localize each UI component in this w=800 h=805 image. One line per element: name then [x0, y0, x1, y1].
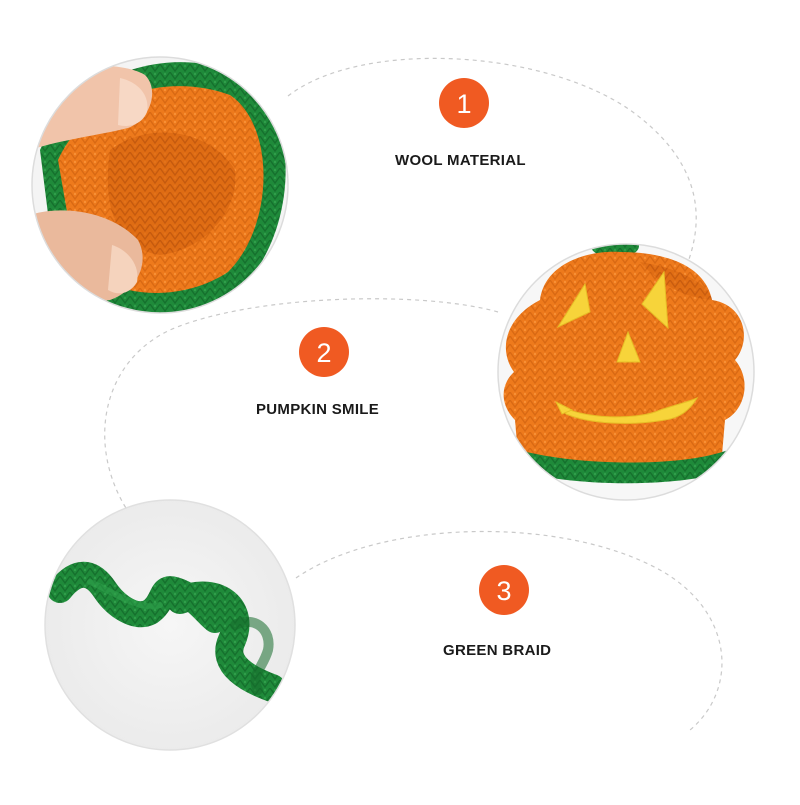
- guide-curve-3: [295, 530, 723, 731]
- photo-green-braid: [44, 499, 296, 751]
- photo-wool-material: [31, 56, 289, 314]
- guide-curve-2: [104, 298, 499, 526]
- photo-ring: [497, 243, 755, 501]
- photo-ring: [31, 56, 289, 314]
- dashed-guide-curves: [104, 57, 723, 731]
- guide-curve-1: [287, 57, 697, 263]
- photo-ring: [44, 499, 296, 751]
- feature-label-wool-material: WOOL MATERIAL: [395, 152, 526, 169]
- feature-badge-3: 3: [479, 565, 529, 615]
- jack-o-lantern-face-icon: [554, 270, 699, 424]
- badge-number-2: 2: [316, 338, 331, 368]
- feature-label-pumpkin-smile: PUMPKIN SMILE: [256, 401, 380, 418]
- feature-label-green-braid: GREEN BRAID: [443, 642, 552, 659]
- feature-badge-2: 2: [299, 327, 349, 377]
- badge-number-3: 3: [496, 576, 511, 606]
- badge-number-1: 1: [456, 89, 471, 119]
- photo-pumpkin-smile: [497, 243, 755, 501]
- feature-badge-1: 1: [439, 78, 489, 128]
